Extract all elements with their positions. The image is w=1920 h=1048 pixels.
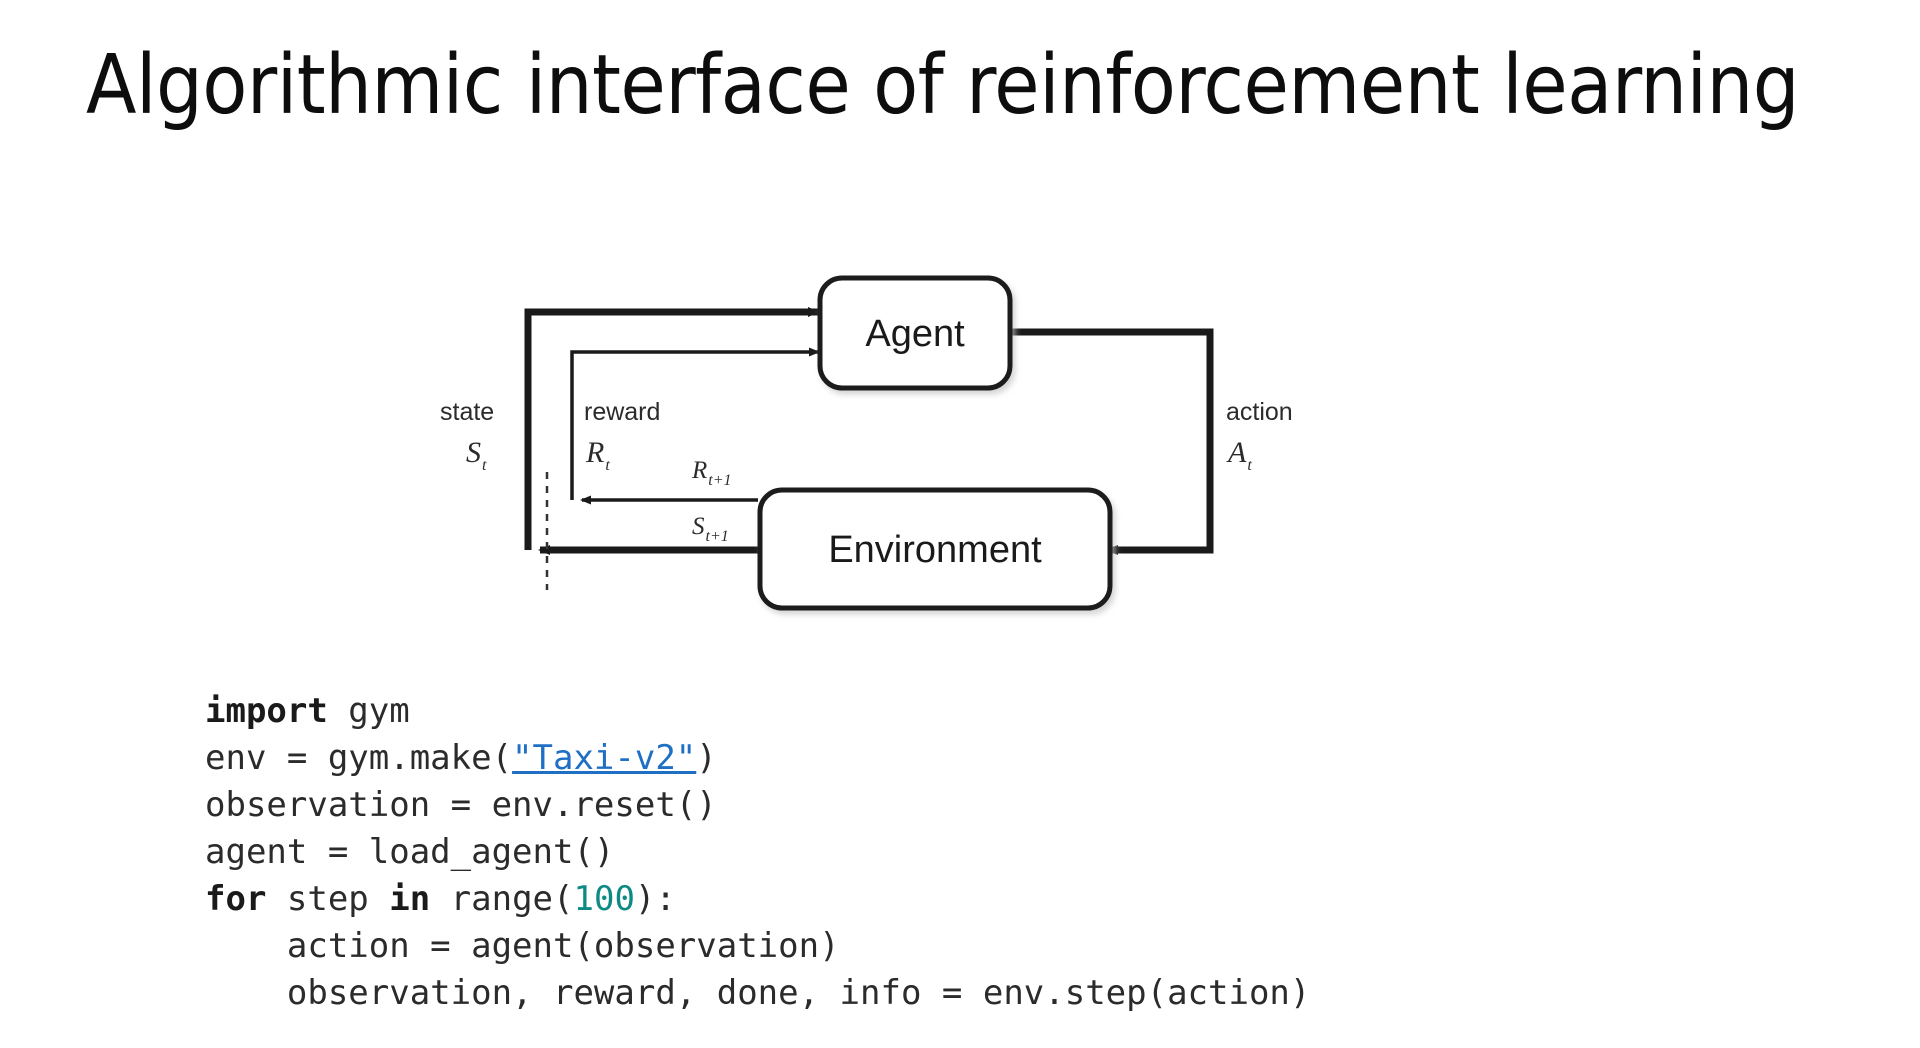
- code-text: ):: [634, 879, 676, 919]
- edge-state: [524, 307, 820, 550]
- code-text: step: [266, 879, 390, 919]
- code-keyword: in: [389, 879, 431, 919]
- code-text: action = agent(observation): [205, 926, 840, 966]
- edge-reward: [570, 347, 820, 500]
- code-text: ): [696, 738, 717, 778]
- code-line: action = agent(observation): [205, 923, 1310, 970]
- node-environment: [757, 487, 1113, 611]
- code-line: agent = load_agent(): [205, 829, 1310, 876]
- code-text: range(: [430, 879, 574, 919]
- edge-var-reward: Rt: [585, 436, 610, 474]
- node-agent: [817, 275, 1013, 391]
- node-environment-label: Environment: [828, 529, 1042, 571]
- edge-label-state: state: [440, 398, 494, 426]
- code-line: env = gym.make("Taxi-v2"): [205, 735, 1310, 782]
- code-text: agent = load_agent(): [205, 832, 615, 872]
- code-line: observation = env.reset(): [205, 782, 1310, 829]
- edge-var-state-next: St+1: [692, 513, 729, 545]
- code-text: env = gym.make(: [205, 738, 513, 778]
- code-text: observation, reward, done, info = env.st…: [205, 973, 1311, 1013]
- code-number-literal: 100: [573, 879, 635, 919]
- edge-var-action: At: [1226, 436, 1252, 474]
- rl-loop-diagram: Agent Environment state St reward Rt act…: [420, 250, 1320, 630]
- code-keyword: import: [205, 691, 328, 731]
- edge-var-state: St: [466, 436, 487, 474]
- node-agent-label: Agent: [865, 313, 965, 355]
- code-text: gym: [327, 691, 410, 731]
- code-line: import gym: [205, 688, 1310, 735]
- edge-label-reward: reward: [584, 398, 660, 426]
- edge-action: [1010, 328, 1214, 555]
- code-line: observation, reward, done, info = env.st…: [205, 970, 1311, 1017]
- code-hyperlink-taxi-v2[interactable]: "Taxi-v2": [512, 738, 697, 778]
- code-text: observation = env.reset(): [205, 785, 717, 825]
- edge-var-reward-next: Rt+1: [691, 457, 732, 489]
- edge-label-action: action: [1226, 398, 1293, 426]
- page-title: Algorithmic interface of reinforcement l…: [86, 38, 1800, 133]
- code-keyword: for: [205, 879, 267, 919]
- code-line: for step in range(100):: [205, 876, 1310, 923]
